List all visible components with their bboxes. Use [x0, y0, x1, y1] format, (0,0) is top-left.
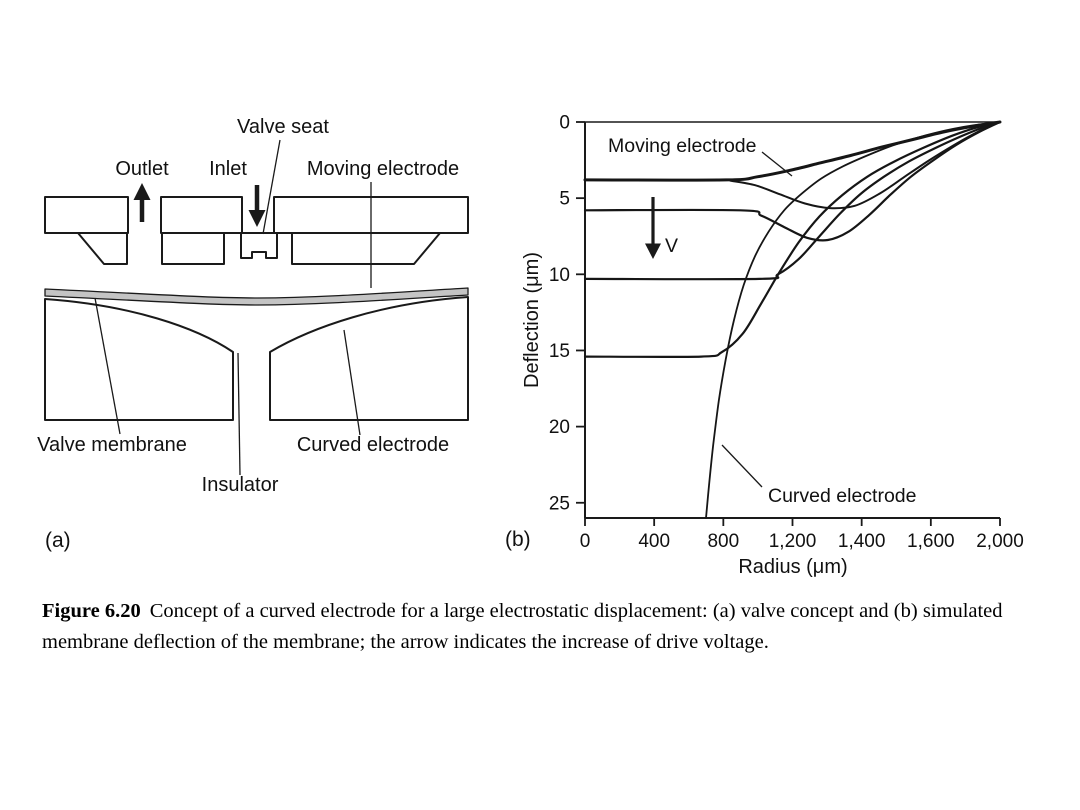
x-axis-label: Radius (μm) [738, 556, 847, 578]
leader-insulator [237, 352, 241, 476]
valve-membrane-shape [44, 287, 469, 306]
annotation-curved-electrode-leader [721, 444, 763, 488]
x-tick-label: 0 [580, 531, 591, 552]
label-inlet: Inlet [209, 158, 247, 180]
deflection-chart: 0 400 800 1,200 1,400 1,600 2,000 0 5 10 15 20 25 De… [505, 113, 1024, 579]
leader-curved-electrode [343, 329, 361, 436]
series-membrane-v3 [583, 120, 1002, 281]
outlet-arrow-icon [133, 183, 151, 222]
label-outlet: Outlet [115, 158, 169, 180]
x-tick-label: 400 [638, 531, 670, 552]
x-tick-label: 1,200 [769, 531, 817, 552]
annotation-moving-electrode-text: Moving electrode [608, 135, 757, 157]
chart-series [583, 120, 1002, 519]
boss-left-outer [77, 232, 128, 265]
top-wafer-left [44, 196, 129, 234]
y-tick-label: 15 [549, 341, 570, 362]
annotation-voltage-text: V [665, 235, 678, 257]
label-curved-electrode: Curved electrode [297, 434, 449, 456]
annotation-moving-electrode: Moving electrode [608, 135, 793, 177]
label-insulator: Insulator [202, 474, 279, 496]
x-tick-label: 1,400 [838, 531, 886, 552]
label-valve-membrane: Valve membrane [37, 434, 187, 456]
panel-b-tag: (b) [505, 528, 531, 551]
y-tick-label: 5 [559, 189, 570, 210]
figure-caption-label: Figure 6.20 [42, 600, 141, 622]
valve-schematic [44, 139, 469, 476]
y-tick-label: 10 [549, 265, 570, 286]
inlet-arrow-icon [248, 185, 266, 227]
annotation-curved-electrode-text: Curved electrode [768, 485, 917, 507]
boss-right [291, 232, 441, 265]
leader-valve-seat [262, 139, 281, 235]
top-wafer-mid [160, 196, 243, 234]
annotation-moving-electrode-leader [761, 151, 793, 177]
figure-caption-text: Concept of a curved electrode for a larg… [42, 600, 1003, 653]
x-tick-label: 2,000 [976, 531, 1024, 552]
valve-schematic-labels: Valve seat Outlet Inlet Moving electrode… [37, 116, 459, 552]
leader-valve-membrane [94, 297, 121, 435]
annotation-curved-electrode: Curved electrode [721, 444, 917, 507]
series-moving-electrode [583, 120, 1002, 182]
x-tick-label: 800 [707, 531, 739, 552]
series-membrane-v2 [583, 120, 1002, 242]
valve-seat-shape [240, 232, 278, 259]
series-membrane-v1-dip [729, 121, 1001, 210]
label-valve-seat: Valve seat [237, 116, 329, 138]
y-tick-label: 25 [549, 493, 570, 514]
boss-left-inner [161, 232, 225, 265]
series-membrane-v4 [583, 120, 1002, 359]
y-tick-label: 0 [559, 113, 570, 134]
y-tick-label: 20 [549, 417, 570, 438]
bottom-block-left [44, 298, 234, 421]
x-tick-label: 1,600 [907, 531, 955, 552]
bottom-block-right [269, 296, 469, 421]
panel-a-tag: (a) [45, 529, 71, 552]
label-moving-electrode: Moving electrode [307, 158, 459, 180]
series-curved-electrode [705, 121, 1001, 519]
annotation-voltage-arrow: V [645, 197, 678, 259]
chart-ticks: 0 400 800 1,200 1,400 1,600 2,000 0 5 10 15 20 25 [549, 113, 1024, 553]
y-axis-label: Deflection (μm) [521, 252, 543, 388]
